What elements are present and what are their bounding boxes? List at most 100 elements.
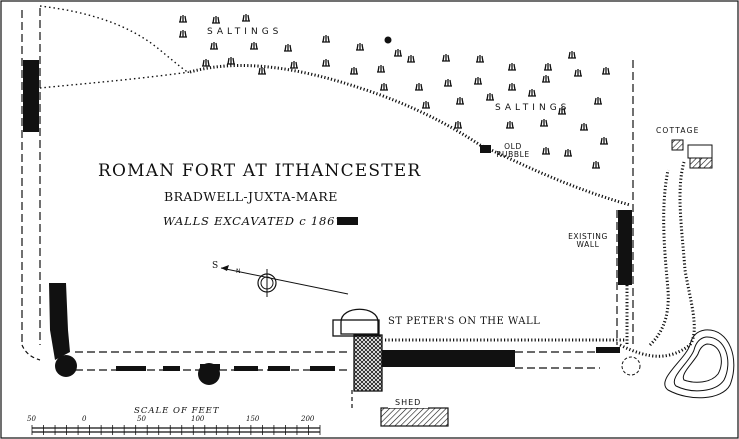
marsh-tuft [284,44,292,52]
pond-outer [664,329,735,399]
saltings-marsh-tufts [179,14,610,169]
shoreline [189,64,631,207]
scale-bar [31,425,321,435]
marsh-tuft [210,42,218,50]
map-subtitle: BRADWELL-JUXTA-MARE [164,189,338,204]
pond-ring-2 [673,336,729,392]
bastion-southwest [55,355,77,377]
compass-south-letter: S [212,261,219,271]
wall-fragment-east [596,347,620,353]
marsh-tuft [558,107,566,115]
marsh-tuft [415,83,423,91]
existing-wall-south [382,350,515,367]
compass-rose [220,265,349,297]
marsh-tuft [508,83,516,91]
bastion-southeast-site [621,356,641,376]
wall-fragment-5 [268,366,290,371]
wall-fragment-6 [310,366,335,371]
marsh-tuft [602,67,610,75]
marsh-tuft [454,121,462,129]
marsh-tuft [592,161,600,169]
marsh-tuft [594,97,602,105]
marsh-tuft [540,119,548,127]
label-shed: SHED [395,398,422,407]
marsh-tuft [542,147,550,155]
west-corner-outer [21,344,41,361]
track-hachure-inner [648,169,670,347]
marsh-tuft [322,35,330,43]
marsh-tuft [380,83,388,91]
marsh-tuft [179,15,187,23]
scale-tick-label: 200 [301,415,315,423]
marsh-tuft [442,54,450,62]
marsh-tuft [476,55,484,63]
cottage-block-2 [689,157,713,169]
marsh-tuft [290,61,298,69]
wall-fragment-1 [116,366,146,371]
marsh-tuft [179,30,187,38]
marsh-tuft [580,123,588,131]
salting-dot [384,36,392,44]
marsh-tuft [350,67,358,75]
cottage-block-1 [671,139,684,151]
marsh-tuft [574,69,582,77]
marsh-tuft [394,49,402,57]
wall-fragment-2 [163,366,180,371]
scale-tick-label: 50 [27,415,36,423]
marsh-tuft [258,67,266,75]
label-st-peters: ST PETER'S ON THE WALL [388,316,541,327]
coastline-upper [39,5,189,73]
compass-north-letter: N [236,268,241,275]
scale-tick-label: 100 [191,415,205,423]
marsh-tuft [422,101,430,109]
scale-tick-label: 150 [246,415,260,423]
marsh-tuft [600,137,608,145]
marsh-tuft [456,97,464,105]
existing-wall-east [618,210,632,285]
marsh-tuft [212,16,220,24]
marsh-tuft [528,89,536,97]
marsh-tuft [564,149,572,157]
marsh-tuft [486,93,494,101]
scale-title: SCALE OF FEET [134,406,220,416]
wall-excavated-west-north [23,60,39,132]
legend-wall-swatch [337,217,358,225]
marsh-tuft [444,79,452,87]
church-apse [340,308,379,335]
label-saltings-top: SALTINGS [207,27,283,37]
marsh-tuft [202,59,210,67]
marsh-tuft [227,57,235,65]
marsh-tuft [242,14,250,22]
church-nave [353,334,383,392]
wall-fragment-3 [200,364,220,370]
marsh-tuft [356,43,364,51]
pond-ring-3 [682,343,722,383]
label-old-rubble: OLD RUBBLE [496,142,530,159]
coastline-west [39,71,191,89]
marsh-tuft [322,59,330,67]
label-existing-wall: EXISTING WALL [568,232,608,249]
track-hachure-outer [619,161,696,358]
marsh-tuft [568,51,576,59]
shed-label-bg [388,398,428,408]
legend-walls-excavated: WALLS EXCAVATED c 1867 [163,214,344,228]
marsh-tuft [377,65,385,73]
wall-fragment-4 [234,366,258,371]
map-title: ROMAN FORT AT ITHANCESTER [98,161,422,181]
marsh-tuft [474,77,482,85]
marsh-tuft [506,121,514,129]
marsh-tuft [542,75,550,83]
marsh-tuft [544,63,552,71]
marsh-tuft [250,42,258,50]
old-rubble-mark [480,145,491,153]
marsh-tuft [407,55,415,63]
label-saltings-right: SALTINGS [495,103,571,113]
scale-tick-label: 50 [137,415,146,423]
marsh-tuft [508,63,516,71]
wall-excavated-west-south [49,283,70,360]
scale-tick-label: 0 [82,415,87,423]
shed-building [380,407,449,427]
